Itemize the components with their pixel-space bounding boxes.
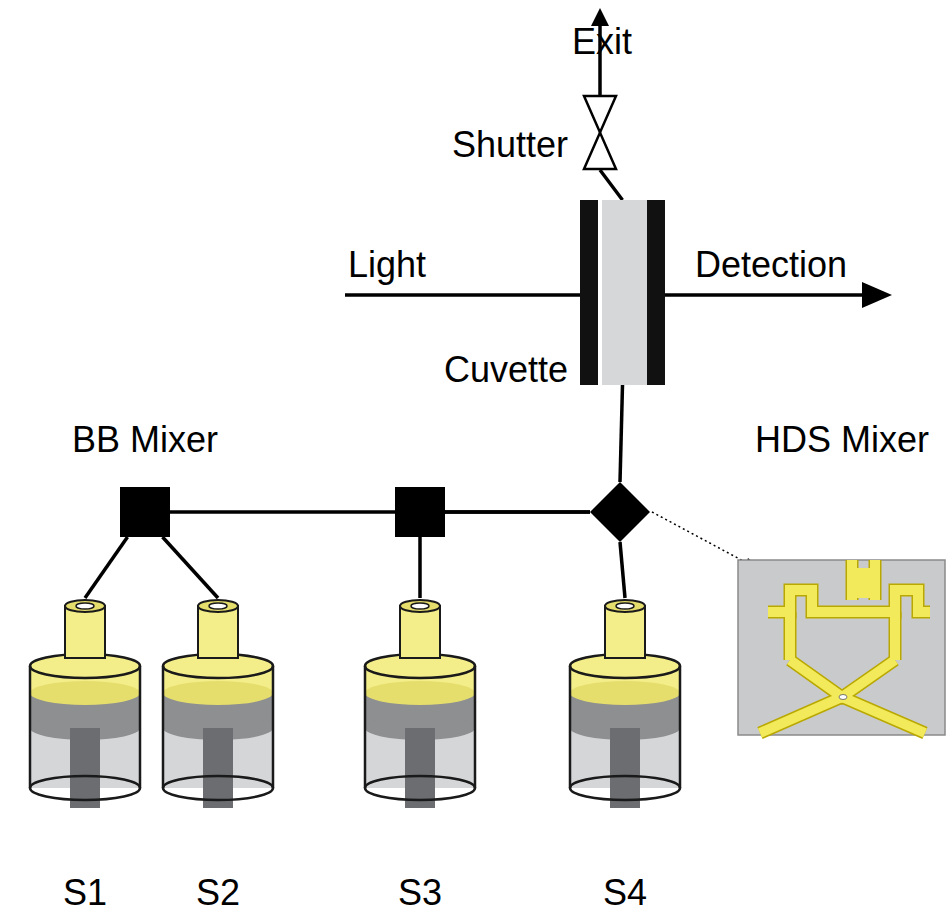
node-label: Cuvette (444, 350, 568, 390)
detection-beam (665, 293, 870, 297)
node-label: S1 (25, 873, 145, 913)
node-shape (120, 487, 170, 537)
hds-inset (738, 560, 945, 735)
node-shape (25, 598, 145, 808)
detection-arrowhead (862, 282, 892, 308)
syringe: S4 (565, 598, 685, 808)
cuvette-cell: Cuvette (580, 200, 665, 385)
node-label: S2 (158, 873, 278, 913)
node-shape (590, 482, 650, 542)
node-label: S3 (360, 873, 480, 913)
node-label: S4 (565, 873, 685, 913)
flow-line (600, 170, 623, 200)
annotation-label: Exit (572, 22, 632, 62)
shutter-valve: Shutter (583, 95, 617, 170)
flow-line (420, 512, 590, 598)
syringe: S2 (158, 598, 278, 808)
annotation-label: Detection (695, 245, 847, 285)
syringe: S1 (25, 598, 145, 808)
node-label: Shutter (452, 125, 568, 165)
syringe: S3 (360, 598, 480, 808)
node-shape (360, 598, 480, 808)
flow-line (163, 537, 219, 598)
node-label: HDS Mixer (755, 420, 929, 460)
node-label: BB Mixer (20, 420, 270, 460)
hds-mixer: HDS Mixer (590, 482, 650, 542)
light-beam (345, 293, 580, 297)
ball-mixer-square (395, 487, 445, 537)
flow-line (620, 385, 623, 482)
annotation-label: Light (348, 245, 426, 285)
flow-line (85, 537, 128, 598)
node-shape (565, 598, 685, 808)
ball-mixer: BB Mixer (120, 487, 170, 537)
node-shape (158, 598, 278, 808)
node-shape (583, 95, 617, 170)
node-shape (580, 200, 665, 385)
flow-line (620, 542, 625, 598)
